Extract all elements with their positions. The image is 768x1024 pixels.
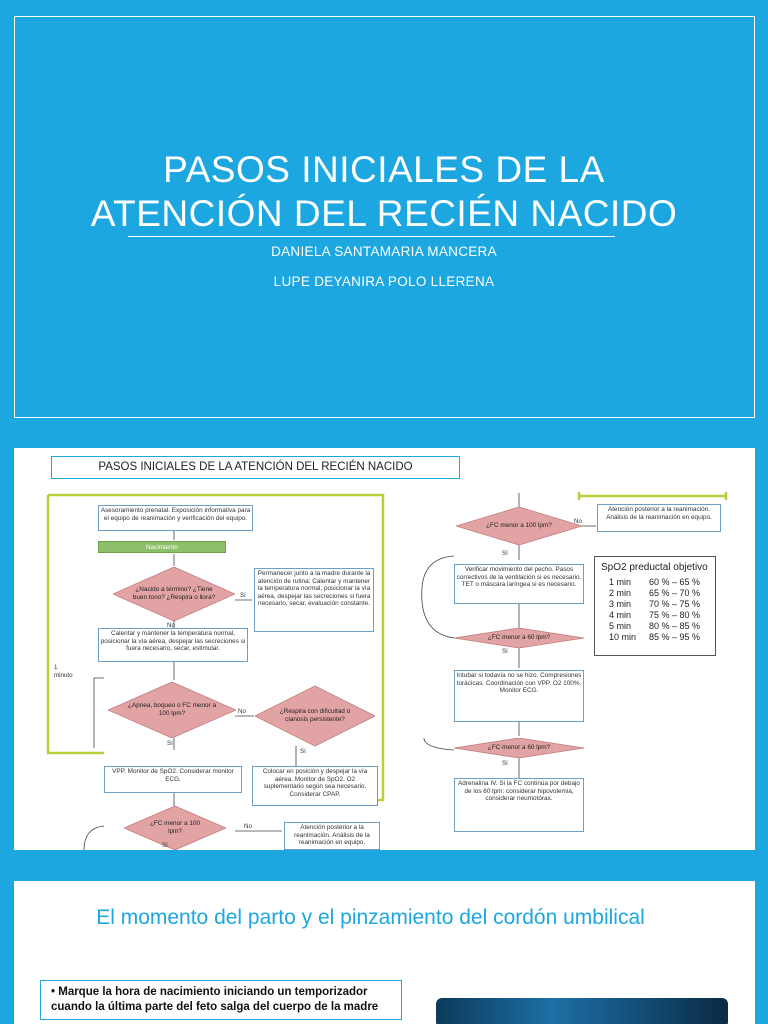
diamond-termino-shape: [113, 567, 235, 621]
label-no-4: No: [574, 518, 582, 525]
flowchart-slide: PASOS INICIALES DE LA ATENCIÓN DEL RECIÉ…: [0, 432, 768, 864]
diamond-fc100-right-shape: [456, 507, 582, 545]
diamond-termino: ¿Nacido a término? ¿Tiene buen tono? ¿Re…: [132, 586, 216, 601]
box-verificar: Verificar movimiento del pecho. Pasos co…: [454, 564, 584, 604]
label-si-4: Sí: [162, 842, 168, 849]
diamond-fc60-a: ¿FC menor a 60 lpm?: [487, 634, 551, 642]
label-minuto: 1 minuto: [54, 664, 73, 679]
label-si-7: Sí: [502, 760, 508, 767]
content-slide: El momento del parto y el pinzamiento de…: [0, 864, 768, 1024]
diamond-fc60-b-shape: [454, 738, 584, 758]
diamond-apnea: ¿Apnea, boqueo o FC menor a 100 lpm?: [127, 702, 217, 717]
diamond-fc100-left: ¿FC menor a 100 lpm?: [149, 820, 201, 835]
label-si-1: Sí: [240, 592, 246, 599]
title-underline: [128, 236, 615, 237]
box-atencion-right: Atención posterior a la reanimación. Aná…: [597, 504, 721, 532]
box-atencion-left: Atención posterior a la reanimación. Aná…: [284, 822, 380, 850]
box-prenatal: Asesoramiento prenatal. Exposición infor…: [98, 505, 253, 531]
diamond-dificultad: ¿Respira con dificultad o cianosis persi…: [279, 708, 351, 723]
slide-frame: [14, 16, 755, 418]
slide3-bullet: • Marque la hora de nacimiento iniciando…: [40, 980, 402, 1020]
box-vpp: VPP. Monitor de SpO2. Considerar monitor…: [104, 766, 242, 793]
title-slide: PASOS INICIALES DE LA ATENCIÓN DEL RECIÉ…: [0, 0, 768, 432]
box-nacimiento: Nacimiento: [98, 541, 226, 553]
diamond-fc100-right: ¿FC menor a 100 lpm?: [486, 522, 552, 530]
flowchart-sheet: PASOS INICIALES DE LA ATENCIÓN DEL RECIÉ…: [14, 448, 755, 850]
title-line-2: ATENCIÓN DEL RECIÉN NACIDO: [90, 193, 678, 234]
label-si-2: Sí: [167, 740, 173, 747]
slide-title: PASOS INICIALES DE LA ATENCIÓN DEL RECIÉ…: [0, 148, 768, 236]
label-si-5: Sí: [502, 550, 508, 557]
box-madre: Permanecer junto a la madre durante la a…: [254, 568, 374, 632]
label-no-1: No: [167, 622, 175, 629]
author-2: LUPE DEYANIRA POLO LLERENA: [273, 274, 495, 289]
box-intubar: Intubar si todavía no se hizo. Compresio…: [454, 670, 584, 722]
diamond-dificultad-shape: [255, 686, 375, 746]
slide3-heading: El momento del parto y el pinzamiento de…: [96, 906, 645, 929]
spo2-title: SpO2 preductal objetivo: [601, 562, 708, 573]
box-adrenalina: Adrenalina IV. Si la FC continúa por deb…: [454, 778, 584, 832]
label-si-6: Sí: [502, 648, 508, 655]
diamond-apnea-shape: [108, 682, 236, 738]
label-si-3: Sí: [300, 748, 306, 755]
author-1: DANIELA SANTAMARIA MANCERA: [271, 244, 497, 259]
diamond-fc60-a-shape: [454, 628, 584, 648]
box-calentar: Calentar y mantener la temperatura norma…: [98, 628, 248, 662]
diamond-fc100-left-shape: [124, 806, 226, 850]
label-no-2: No: [238, 708, 246, 715]
label-no-3: No: [244, 823, 252, 830]
slide3-photo: [436, 998, 728, 1024]
diamond-fc60-b: ¿FC menor a 60 lpm?: [487, 744, 551, 752]
title-line-1: PASOS INICIALES DE LA: [163, 149, 605, 190]
box-colocar: Colocar en posición y despejar la vía aé…: [252, 766, 378, 806]
bullet-text: Marque la hora de nacimiento iniciando u…: [51, 986, 379, 1013]
flowchart-header: PASOS INICIALES DE LA ATENCIÓN DEL RECIÉ…: [51, 456, 460, 479]
